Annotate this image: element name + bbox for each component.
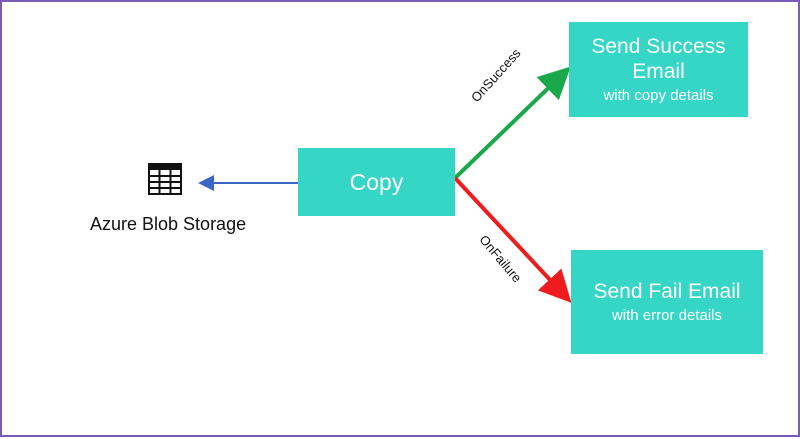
send-success-email-box[interactable]: Send Success Email with copy details: [569, 22, 748, 117]
fail-subtitle: with error details: [611, 306, 723, 324]
success-title-line2: Email: [632, 59, 685, 83]
failure-arrow: [453, 176, 572, 303]
success-subtitle: with copy details: [603, 86, 714, 104]
success-arrow: [453, 66, 571, 180]
success-title: Send Success: [591, 34, 726, 58]
copy-activity-box[interactable]: Copy: [298, 148, 455, 216]
fail-title: Send Fail Email: [593, 279, 741, 303]
table-icon: [148, 163, 182, 195]
azure-blob-storage-label: Azure Blob Storage: [90, 214, 247, 234]
send-fail-email-box[interactable]: Send Fail Email with error details: [571, 250, 763, 354]
copy-title: Copy: [349, 168, 404, 195]
